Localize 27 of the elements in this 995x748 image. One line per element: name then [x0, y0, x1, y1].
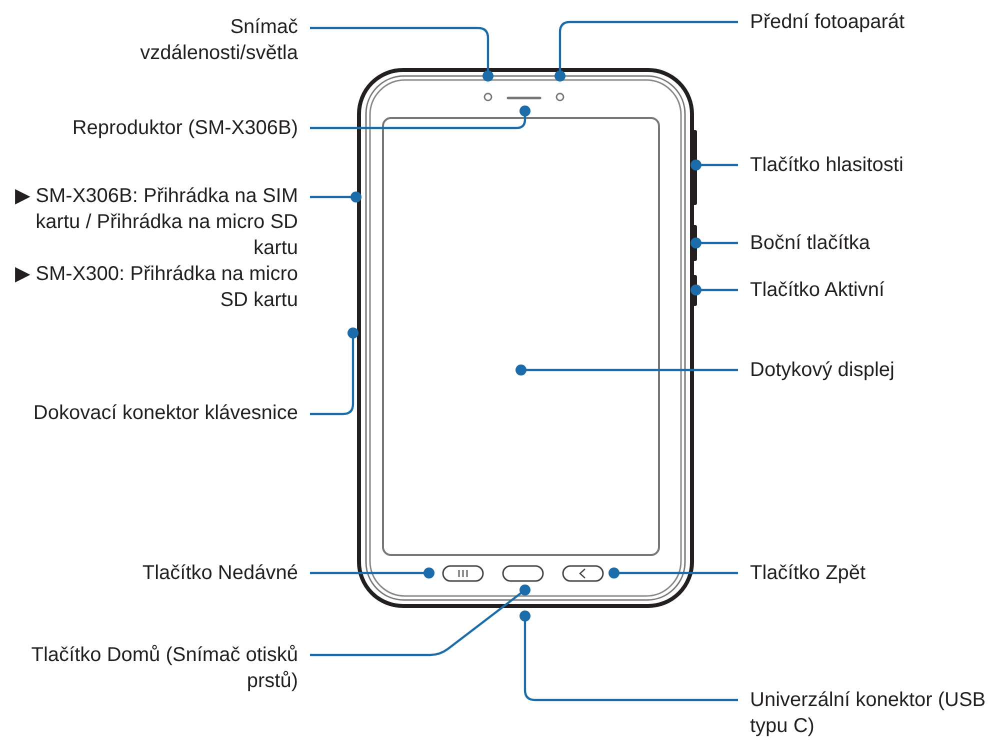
leader-line — [310, 26, 494, 82]
part-label: Dotykový displej — [750, 358, 896, 383]
leader-line — [608, 568, 738, 578]
part-label: Boční tlačítka — [750, 231, 872, 256]
part-label: Tlačítko Domů (Snímač otisků prstů) — [30, 643, 298, 694]
part-label: ▶ SM-X306B: Přihrádka na SIM kartu / Přihrádka na micro SD kartu — [14, 184, 298, 261]
leader-line — [310, 568, 434, 578]
leader-line — [310, 106, 530, 130]
part-label: Tlačítko hlasitosti — [750, 153, 904, 178]
part-label: ▶ SM-X300: Přihrádka na micro SD kartu — [14, 262, 298, 313]
part-label: Tlačítko Aktivní — [750, 278, 886, 303]
part-label: Univerzální konektor (USB typu C) — [750, 688, 987, 739]
leader-line — [310, 192, 362, 202]
leader-line — [690, 284, 738, 296]
part-label: Přední fotoaparát — [750, 10, 906, 35]
leader-line — [516, 364, 738, 376]
part-label: Dokovací konektor klávesnice — [32, 401, 298, 426]
part-label: Snímač vzdálenosti/světla — [139, 15, 298, 66]
leader-line — [690, 238, 738, 248]
part-label: Tlačítko Zpět — [750, 561, 867, 586]
leader-line — [310, 328, 358, 416]
leader-line — [690, 160, 738, 170]
leader-line — [520, 610, 738, 702]
part-label: Reproduktor (SM-X306B) — [71, 116, 298, 141]
leader-line — [310, 584, 530, 656]
leader-line — [554, 20, 738, 82]
part-label: Tlačítko Nedávné — [141, 561, 298, 586]
